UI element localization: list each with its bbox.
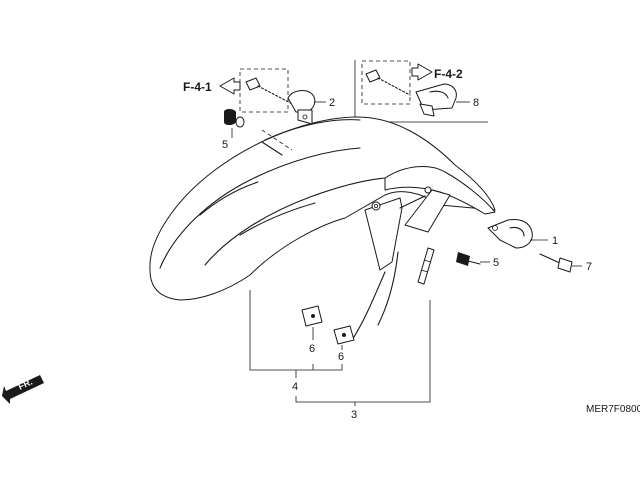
clip-nut-icon (301, 305, 355, 345)
ref-box-left (239, 68, 316, 125)
arrow-right-icon (411, 63, 433, 81)
callout-2: 2 (329, 97, 335, 109)
ref-left: F-4-1 (183, 80, 212, 94)
grommet-icon (224, 109, 245, 128)
ref-box-right (361, 60, 457, 117)
callout-6-right: 6 (338, 351, 344, 363)
front-fender-icon (149, 116, 496, 341)
callout-1: 1 (552, 235, 558, 247)
callout-3: 3 (351, 409, 357, 421)
callout-6-left: 6 (309, 343, 315, 355)
callout-5-left: 5 (222, 139, 228, 151)
callout-7: 7 (586, 261, 592, 273)
front-arrow-icon: FR. (2, 375, 44, 404)
callout-8: 8 (473, 97, 479, 109)
fender-stay-icon (417, 247, 435, 285)
arrow-left-icon (219, 77, 241, 95)
callout-5-right: 5 (493, 257, 499, 269)
flange-bolt-icon (539, 253, 573, 273)
brake-hose-clamp-icon (487, 219, 533, 249)
callout-4: 4 (292, 381, 298, 393)
diagram-code: MER7F0800A (586, 404, 640, 415)
front-label: FR. (17, 377, 34, 392)
ref-right: F-4-2 (434, 67, 463, 81)
grommet-bolt-icon (456, 252, 481, 266)
